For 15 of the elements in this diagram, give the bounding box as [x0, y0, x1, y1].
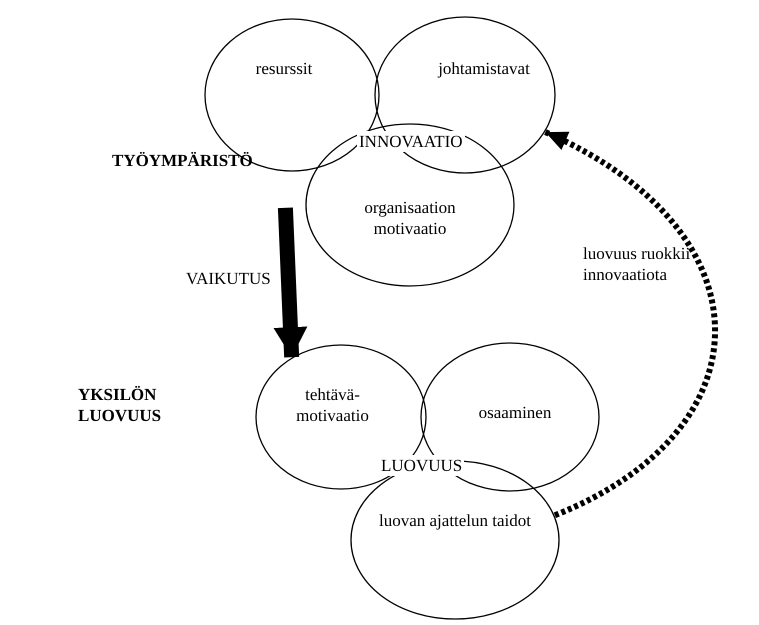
circle-label: johtamistavat — [436, 58, 531, 79]
section-heading: YKSILÖN LUOVUUS — [78, 384, 162, 426]
circle-label: tehtävä- motivaatio — [295, 384, 370, 426]
section-heading: TYÖYMPÄRISTÖ — [112, 150, 254, 171]
overlap-label: LUOVUUS — [379, 455, 464, 476]
edge-label: VAIKUTUS — [186, 268, 272, 289]
venn-circle — [305, 123, 515, 287]
circle-label: resurssit — [254, 58, 314, 79]
circle-label: osaaminen — [478, 402, 552, 423]
arrow — [544, 129, 718, 518]
circle-label: luovan ajattelun taidot — [378, 510, 532, 531]
edge-label: luovuus ruokkii innovaatiota — [583, 243, 692, 285]
arrow — [273, 208, 308, 358]
circle-label: organisaation motivaatio — [363, 197, 457, 239]
overlap-label: INNOVAATIO — [357, 131, 465, 152]
